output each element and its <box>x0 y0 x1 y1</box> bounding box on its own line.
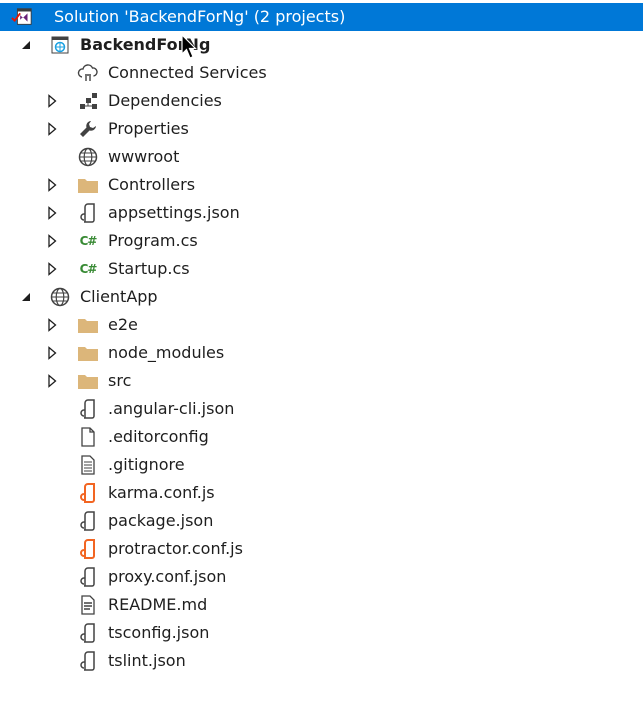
project-node[interactable]: BackendForNg <box>0 31 643 59</box>
collapsed-arrow-icon[interactable] <box>45 346 59 360</box>
tree-item-label: src <box>108 371 132 390</box>
tree-item-label: appsettings.json <box>108 203 240 222</box>
json-file-icon <box>77 650 99 672</box>
tree-item-label: Dependencies <box>108 91 222 110</box>
tree-item-label: tslint.json <box>108 651 186 670</box>
tree-item-label: Program.cs <box>108 231 198 250</box>
web-project-icon <box>49 34 71 56</box>
js-file-icon <box>77 482 99 504</box>
tree-item[interactable]: Properties <box>0 115 643 143</box>
globe-icon <box>77 146 99 168</box>
wrench-icon <box>77 118 99 140</box>
tree-item-label: karma.conf.js <box>108 483 215 502</box>
tree-item-label: BackendForNg <box>80 35 211 54</box>
tree-item[interactable]: e2e <box>0 311 643 339</box>
tree-item-label: Properties <box>108 119 189 138</box>
csharp-file-icon: C# <box>79 262 98 276</box>
collapsed-arrow-icon[interactable] <box>45 374 59 388</box>
dependencies-icon <box>77 90 99 112</box>
collapsed-arrow-icon[interactable] <box>45 318 59 332</box>
tree-item[interactable]: Connected Services <box>0 59 643 87</box>
text-file-icon <box>77 454 99 476</box>
folder-icon <box>77 370 99 392</box>
tree-item-label: protractor.conf.js <box>108 539 243 558</box>
tree-item-label: .editorconfig <box>108 427 209 446</box>
collapsed-arrow-icon[interactable] <box>45 206 59 220</box>
csharp-file-icon: C# <box>79 234 98 248</box>
tree-item-label: ClientApp <box>80 287 158 306</box>
tree-item[interactable]: node_modules <box>0 339 643 367</box>
js-file-icon <box>77 538 99 560</box>
tree-item-label: .gitignore <box>108 455 185 474</box>
tree-item[interactable]: src <box>0 367 643 395</box>
tree-item[interactable]: README.md <box>0 591 643 619</box>
tree-item[interactable]: C# Startup.cs <box>0 255 643 283</box>
json-file-icon <box>77 566 99 588</box>
folder-icon <box>77 174 99 196</box>
solution-label: Solution 'BackendForNg' (2 projects) <box>54 7 346 26</box>
expanded-arrow-icon[interactable] <box>19 290 33 304</box>
collapsed-arrow-icon[interactable] <box>45 178 59 192</box>
tree-item[interactable]: .editorconfig <box>0 423 643 451</box>
tree-item[interactable]: protractor.conf.js <box>0 535 643 563</box>
tree-item[interactable]: appsettings.json <box>0 199 643 227</box>
json-file-icon <box>77 510 99 532</box>
json-file-icon <box>77 202 99 224</box>
tree-item-label: Connected Services <box>108 63 267 82</box>
tree-item[interactable]: Dependencies <box>0 87 643 115</box>
tree-item[interactable]: package.json <box>0 507 643 535</box>
tree-item-label: README.md <box>108 595 208 614</box>
json-file-icon <box>77 398 99 420</box>
expanded-arrow-icon[interactable] <box>19 38 33 52</box>
tree-item-label: package.json <box>108 511 214 530</box>
tree-item[interactable]: .gitignore <box>0 451 643 479</box>
json-file-icon <box>77 622 99 644</box>
tree-item[interactable]: C# Program.cs <box>0 227 643 255</box>
tree-item-label: .angular-cli.json <box>108 399 235 418</box>
tree-item[interactable]: .angular-cli.json <box>0 395 643 423</box>
tree-item-label: e2e <box>108 315 138 334</box>
tree-item-label: node_modules <box>108 343 225 362</box>
markdown-file-icon <box>77 594 99 616</box>
folder-icon <box>77 314 99 336</box>
collapsed-arrow-icon[interactable] <box>45 94 59 108</box>
tree-item[interactable]: Controllers <box>0 171 643 199</box>
visual-studio-solution-icon <box>11 6 33 28</box>
collapsed-arrow-icon[interactable] <box>45 234 59 248</box>
project-node[interactable]: ClientApp <box>0 283 643 311</box>
globe-icon <box>49 286 71 308</box>
tree-item-label: wwwroot <box>108 147 180 166</box>
tree-item-label: Startup.cs <box>108 259 190 278</box>
connected-services-icon <box>77 62 99 84</box>
tree-item[interactable]: proxy.conf.json <box>0 563 643 591</box>
collapsed-arrow-icon[interactable] <box>45 122 59 136</box>
folder-icon <box>77 342 99 364</box>
tree-item[interactable]: wwwroot <box>0 143 643 171</box>
mouse-cursor-icon <box>181 34 197 59</box>
tree-item-label: tsconfig.json <box>108 623 210 642</box>
tree-item[interactable]: karma.conf.js <box>0 479 643 507</box>
tree-item[interactable]: tsconfig.json <box>0 619 643 647</box>
collapsed-arrow-icon[interactable] <box>45 262 59 276</box>
blank-file-icon <box>77 426 99 448</box>
solution-node[interactable]: Solution 'BackendForNg' (2 projects) <box>0 3 643 31</box>
tree-item-label: Controllers <box>108 175 196 194</box>
tree-item-label: proxy.conf.json <box>108 567 227 586</box>
tree-item[interactable]: tslint.json <box>0 647 643 675</box>
